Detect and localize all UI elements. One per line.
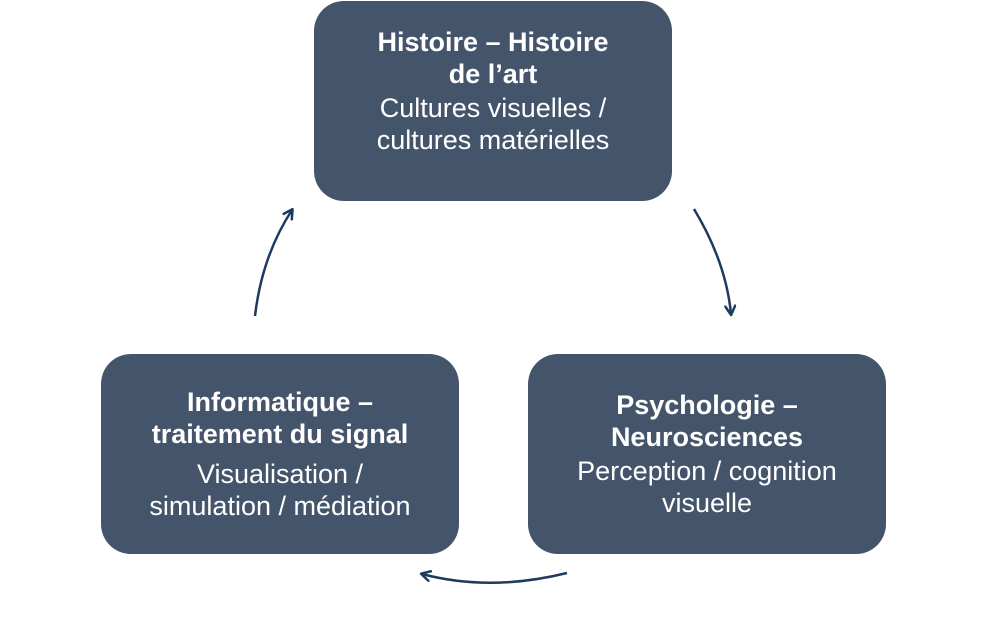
node-histoire-subtitle: Cultures visuelles / cultures matérielle…	[376, 93, 610, 155]
arrow-right-to-left	[422, 573, 568, 584]
arrow-left-to-top	[253, 210, 292, 317]
node-histoire: Histoire – Histoire de l’art Cultures vi…	[314, 1, 672, 201]
node-informatique-title: Informatique – traitement du signal	[151, 387, 409, 449]
node-informatique-subtitle: Visualisation / simulation / médiation	[149, 459, 411, 521]
node-histoire-title: Histoire – Histoire de l’art	[377, 27, 609, 89]
node-psychologie: Psychologie – Neurosciences Perception /…	[528, 354, 886, 554]
node-informatique: Informatique – traitement du signal Visu…	[101, 354, 459, 554]
node-psychologie-subtitle: Perception / cognition visuelle	[577, 456, 837, 518]
arrow-top-to-right	[692, 208, 731, 314]
node-psychologie-title: Psychologie – Neurosciences	[610, 390, 804, 452]
